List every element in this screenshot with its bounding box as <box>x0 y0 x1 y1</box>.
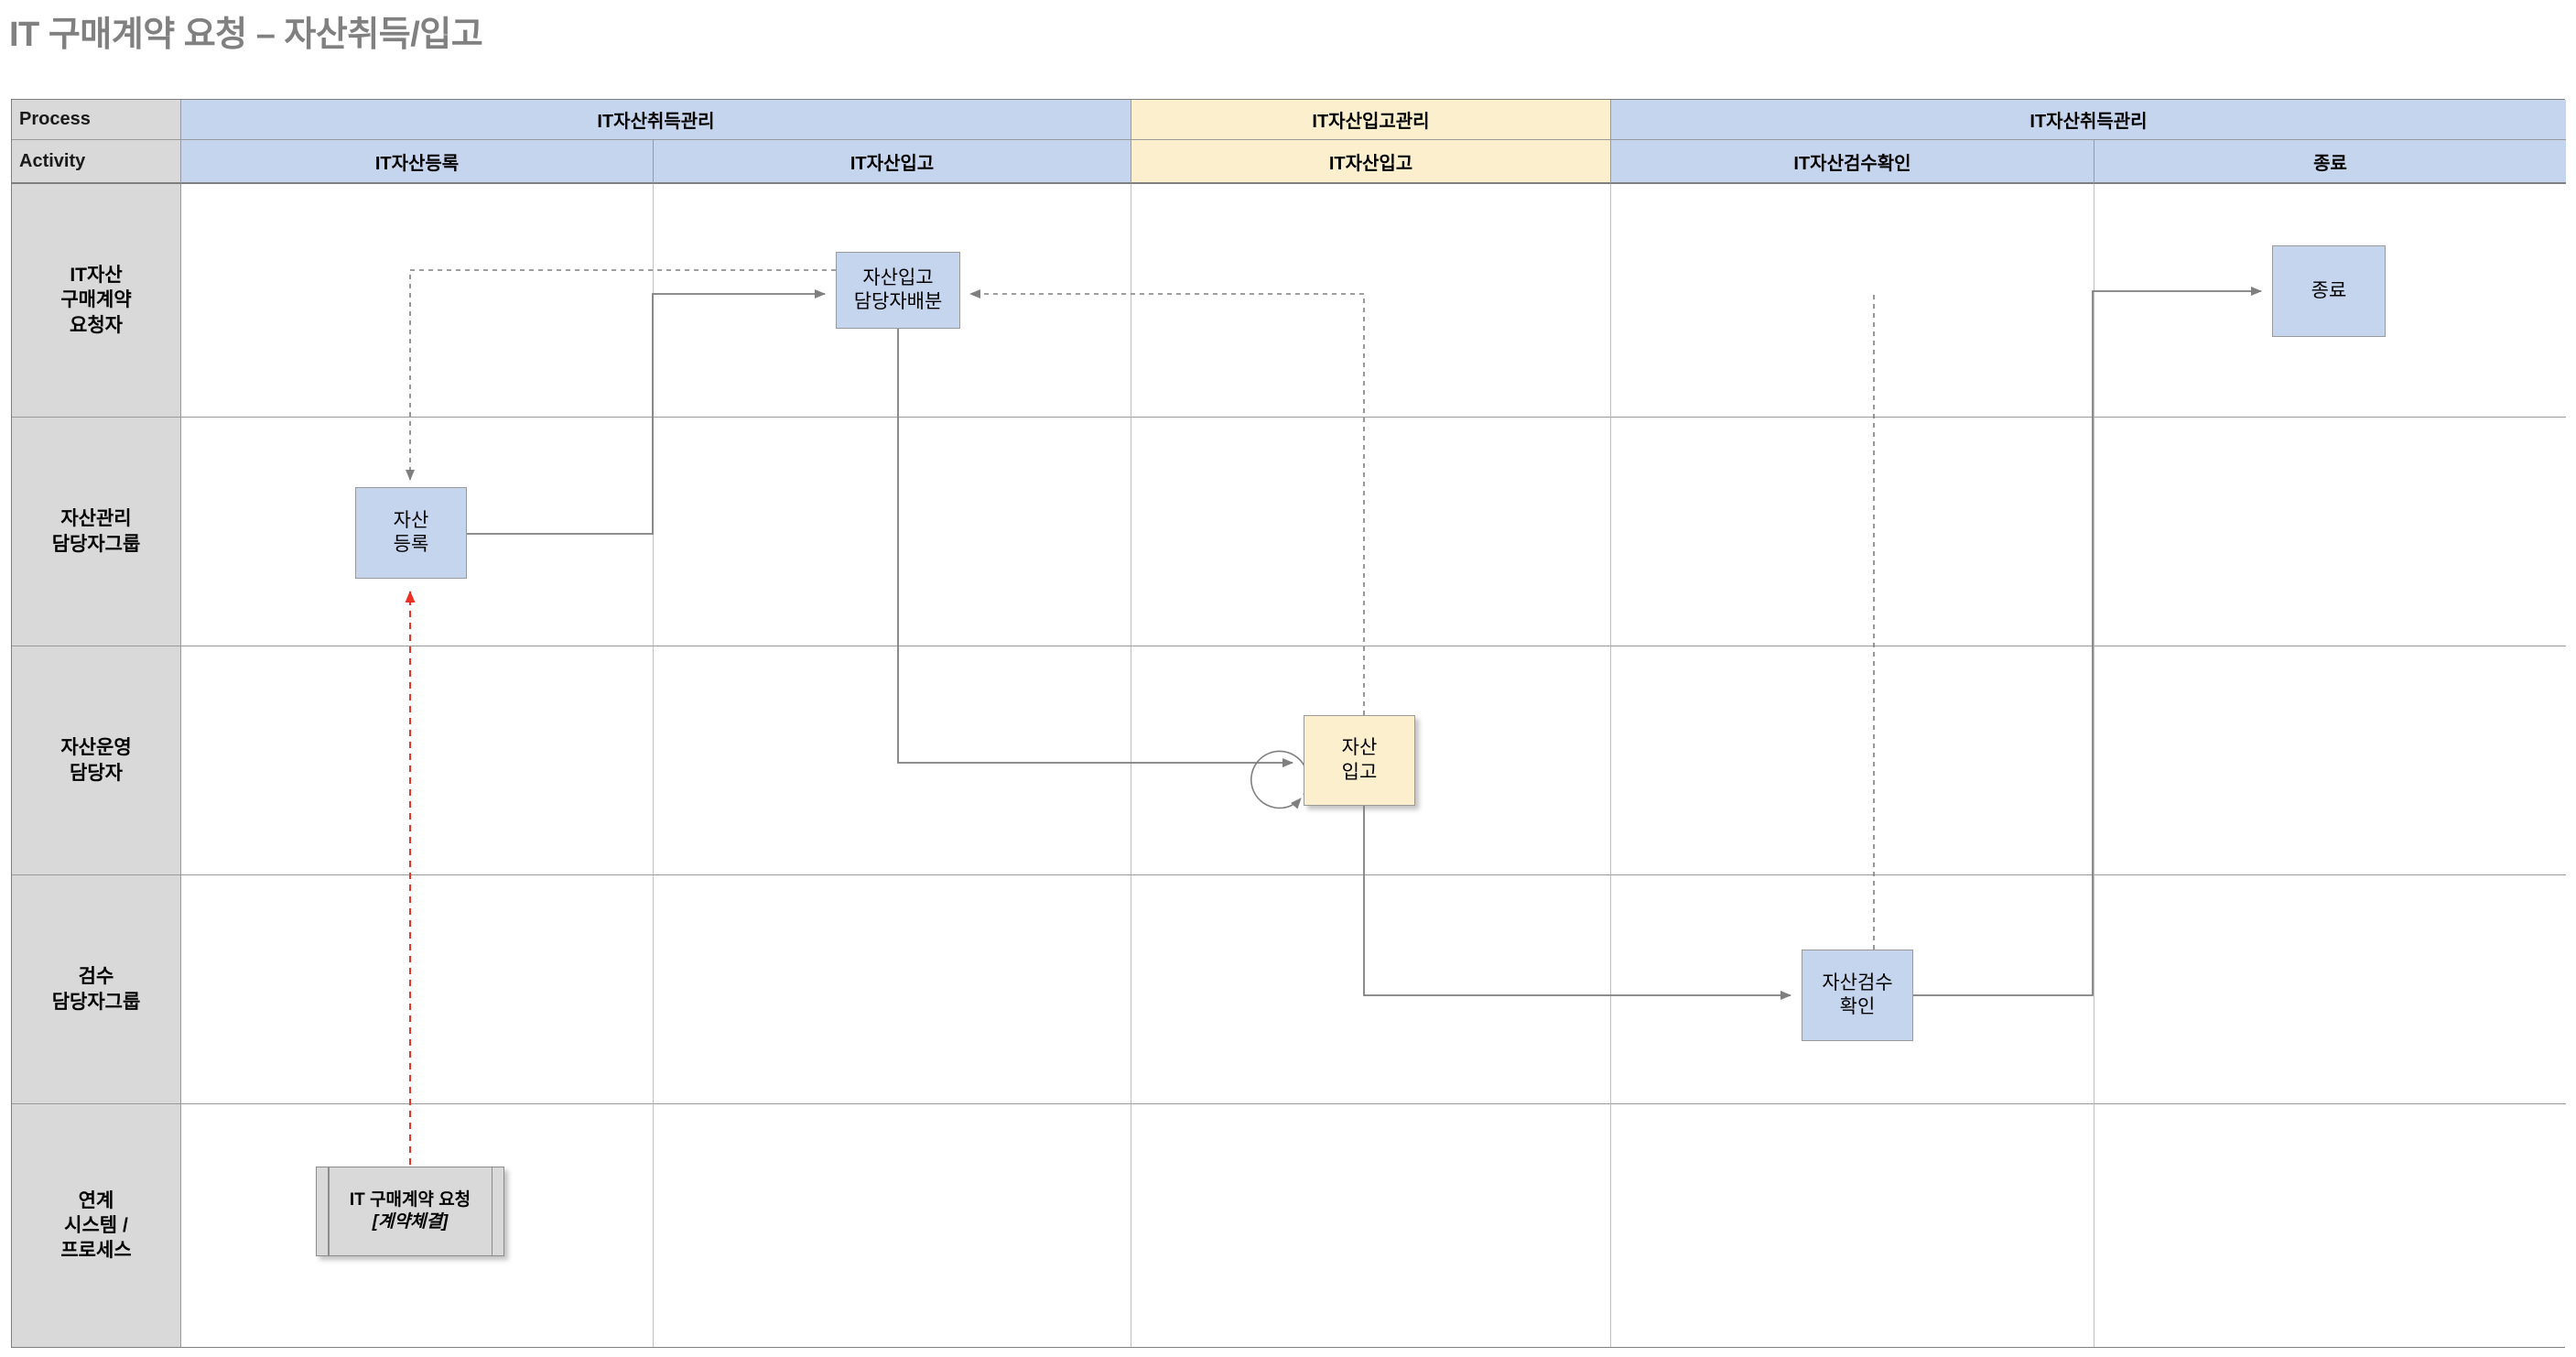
lane-cell-4-3 <box>1131 875 1611 1104</box>
lane-cell-3-2 <box>654 646 1131 875</box>
activity-it-asset-receiving: IT자산입고 <box>654 140 1131 184</box>
lane-label-linked-system: 연계 시스템 / 프로세스 <box>12 1104 181 1347</box>
lane-cell-1-4 <box>1611 184 2094 418</box>
activity-end: 종료 <box>2094 140 2566 184</box>
lane-cell-4-2 <box>654 875 1131 1104</box>
lane-cell-5-4 <box>1611 1104 2094 1347</box>
process-group-it-asset-acquisition-2: IT자산취득관리 <box>1611 100 2566 140</box>
lane-cell-2-4 <box>1611 418 2094 646</box>
lane-cell-4-5 <box>2094 875 2566 1104</box>
lane-label-asset-manager-group: 자산관리 담당자그룹 <box>12 418 181 646</box>
lane-cell-5-3 <box>1131 1104 1611 1347</box>
lane-cell-1-3 <box>1131 184 1611 418</box>
activity-it-asset-receiving-yellow: IT자산입고 <box>1131 140 1611 184</box>
process-group-it-asset-acquisition-1: IT자산취득관리 <box>181 100 1131 140</box>
contract-request-line2: [계약체결] <box>372 1212 449 1232</box>
node-contract-request[interactable]: IT 구매계약 요청 [계약체결] <box>316 1167 504 1256</box>
lane-cell-5-5 <box>2094 1104 2566 1347</box>
lane-cell-2-3 <box>1131 418 1611 646</box>
lane-cell-3-5 <box>2094 646 2566 875</box>
node-asset-inspect[interactable]: 자산검수 확인 <box>1802 950 1913 1041</box>
lane-cell-1-1 <box>181 184 654 418</box>
node-end[interactable]: 종료 <box>2272 245 2386 337</box>
process-header-label: Process <box>12 100 181 140</box>
contract-request-line1: IT 구매계약 요청 <box>349 1190 471 1210</box>
lane-label-requester: IT자산 구매계약 요청자 <box>12 184 181 418</box>
lane-cell-2-5 <box>2094 418 2566 646</box>
node-asset-register[interactable]: 자산 등록 <box>355 487 467 579</box>
swimlane-grid: Process IT자산취득관리 IT자산입고관리 IT자산취득관리 Activ… <box>11 99 2566 1348</box>
lane-label-inspection-group: 검수 담당자그룹 <box>12 875 181 1104</box>
lane-cell-2-2 <box>654 418 1131 646</box>
page-title: IT 구매계약 요청 – 자산취득/입고 <box>9 16 483 54</box>
node-asset-dispatch[interactable]: 자산입고 담당자배분 <box>836 252 960 329</box>
lane-cell-5-2 <box>654 1104 1131 1347</box>
lane-cell-3-4 <box>1611 646 2094 875</box>
activity-header-label: Activity <box>12 140 181 184</box>
activity-it-asset-inspection: IT자산검수확인 <box>1611 140 2094 184</box>
activity-it-asset-register: IT자산등록 <box>181 140 654 184</box>
lane-label-asset-operator: 자산운영 담당자 <box>12 646 181 875</box>
process-group-it-asset-receiving: IT자산입고관리 <box>1131 100 1611 140</box>
lane-cell-3-1 <box>181 646 654 875</box>
node-asset-receive[interactable]: 자산 입고 <box>1304 715 1415 806</box>
lane-cell-4-1 <box>181 875 654 1104</box>
